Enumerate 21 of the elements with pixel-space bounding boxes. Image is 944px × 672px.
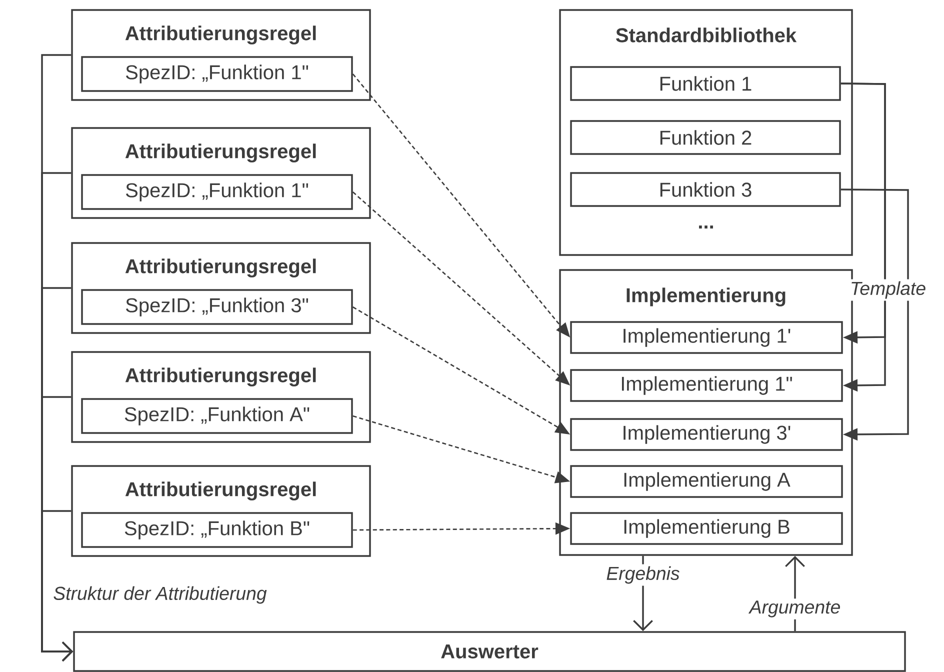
- edge-label: Struktur der Attributierung: [51, 584, 269, 606]
- id-box: SpezID: „Funktion B": [81, 512, 353, 548]
- implementation-item-box: Implementierung 1': [570, 321, 843, 354]
- evaluator-box: Auswerter: [73, 631, 906, 672]
- id-box: SpezID: „Funktion 1": [81, 174, 353, 210]
- id-box: SpezID: „Funktion A": [81, 398, 353, 434]
- implementation-item-box: Implementierung A: [570, 465, 843, 498]
- arrow: [41, 510, 74, 662]
- function-box: Funktion 3: [570, 172, 841, 207]
- function-box: Funktion 2: [570, 120, 841, 155]
- implementation-item-box: Implementierung 1": [570, 369, 843, 402]
- id-box: SpezID: „Funktion 3": [81, 289, 353, 325]
- arrow: [840, 82, 886, 392]
- edge-label: Ergebnis: [604, 564, 682, 586]
- implementation-item-box: Implementierung B: [570, 512, 843, 545]
- arrow: [840, 188, 909, 441]
- edge-label: Template: [848, 279, 928, 301]
- function-box: Funktion 1: [570, 66, 841, 101]
- implementation-item-box: Implementierung 3': [570, 418, 843, 451]
- edge-label: Argumente: [747, 598, 843, 620]
- id-box: SpezID: „Funktion 1": [81, 56, 353, 92]
